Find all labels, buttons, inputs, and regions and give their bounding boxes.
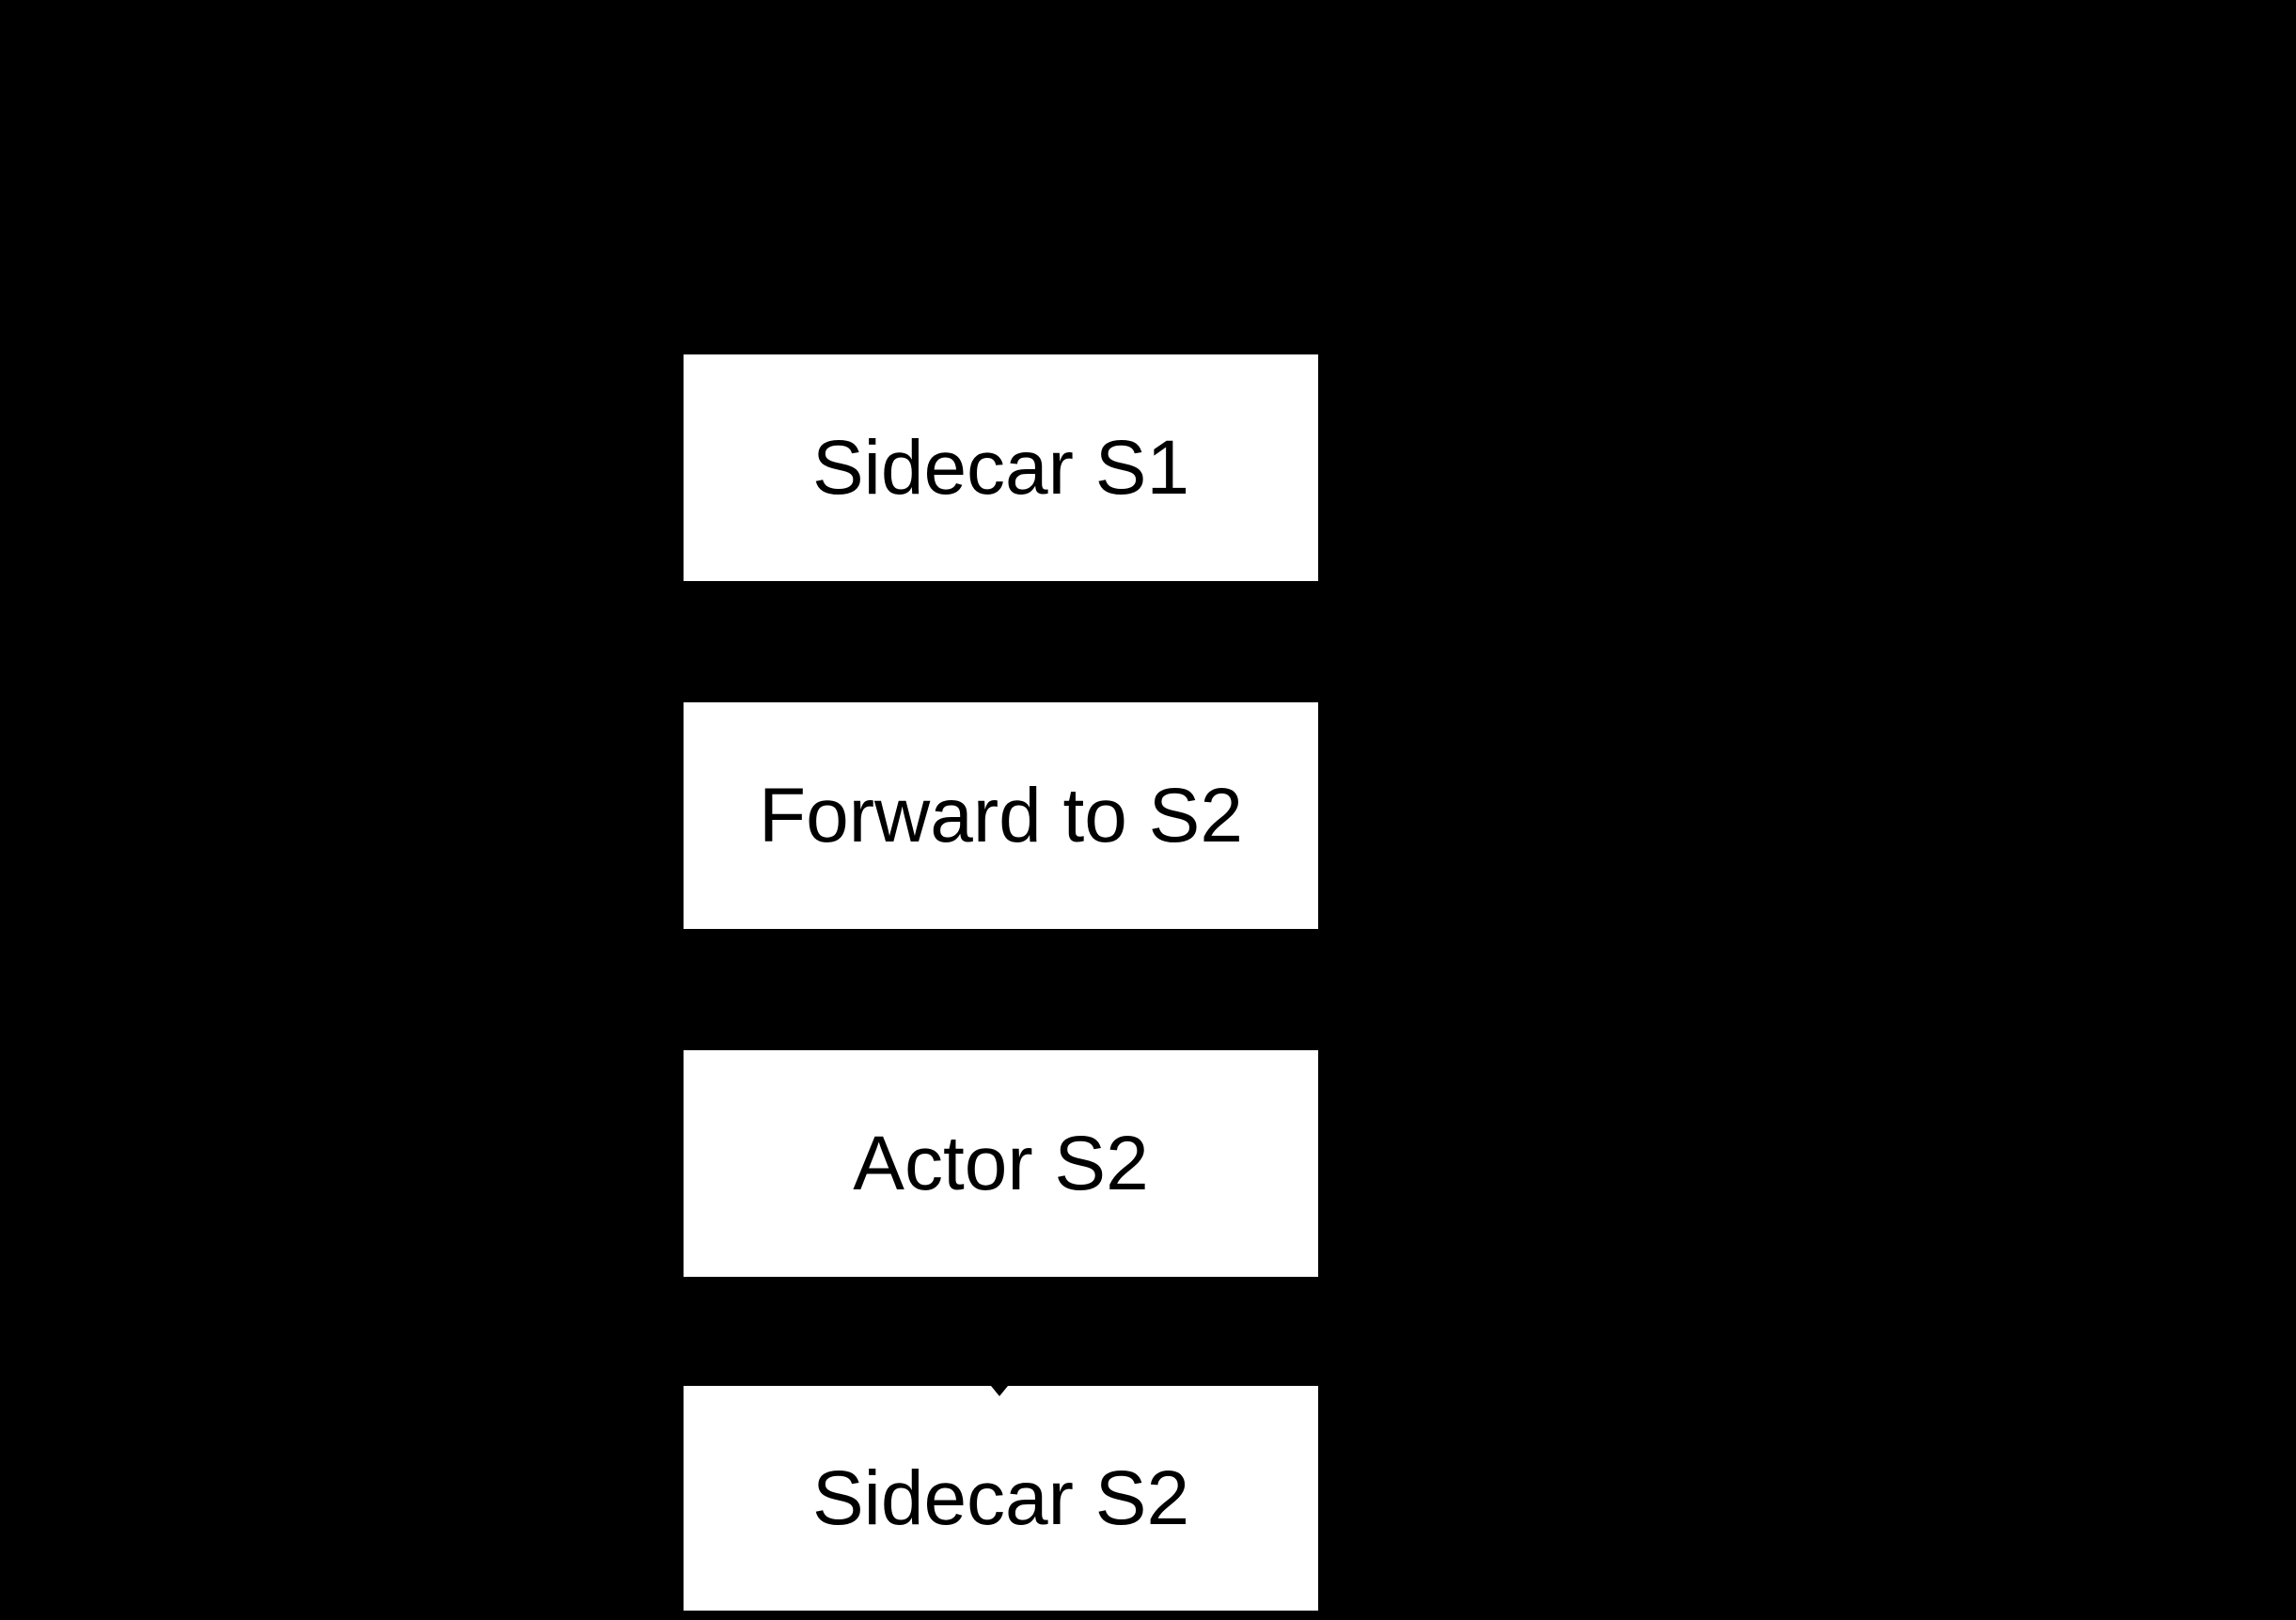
node-label: Forward to S2 (759, 772, 1243, 858)
node-label: Actor S2 (853, 1120, 1149, 1206)
node-label: Sidecar S1 (811, 424, 1190, 511)
node-label: Sidecar S2 (811, 1455, 1190, 1541)
arrowhead-down-icon (991, 1386, 1008, 1396)
node-forward-to-s2: Forward to S2 (684, 702, 1318, 929)
node-sidecar-s1: Sidecar S1 (684, 354, 1318, 581)
node-sidecar-s2: Sidecar S2 (684, 1386, 1318, 1611)
node-actor-s2: Actor S2 (684, 1050, 1318, 1277)
